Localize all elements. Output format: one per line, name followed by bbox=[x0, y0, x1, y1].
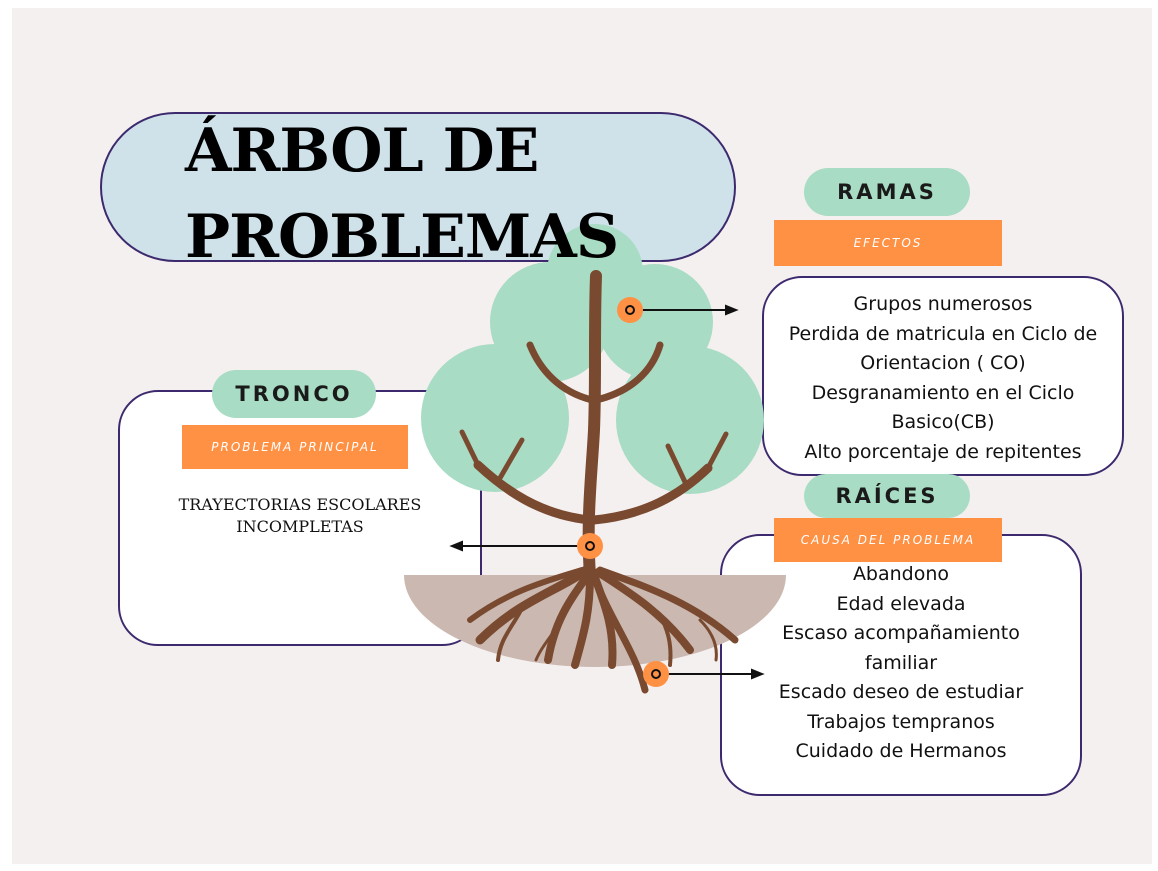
list-item: familiar bbox=[864, 651, 938, 674]
list-item: Alto porcentaje de repitentes bbox=[804, 440, 1082, 463]
list-item: Abandono bbox=[852, 563, 950, 585]
tronco-label: PROBLEMA PRINCIPAL bbox=[182, 425, 408, 469]
title-line-1: ÁRBOL DE bbox=[185, 116, 539, 186]
tree-foliage bbox=[421, 224, 764, 494]
tronco-text: TRAYECTORIAS ESCOLARES INCOMPLETAS bbox=[178, 495, 422, 536]
list-item: Escado deseo de estudiar bbox=[778, 681, 1024, 703]
raices-heading: RAÍCES bbox=[804, 474, 970, 518]
raices-list: Abandono Edad elevada Escaso acompañamie… bbox=[720, 560, 1082, 767]
connector-arrows bbox=[449, 304, 765, 680]
list-item: Desgranamiento en el Ciclo bbox=[811, 381, 1075, 404]
list-item: Orientacion ( CO) bbox=[860, 352, 1026, 374]
ramas-heading: RAMAS bbox=[804, 168, 970, 216]
ramas-list: Grupos numerosos Perdida de matricula en… bbox=[762, 290, 1124, 467]
ramas-label: EFECTOS bbox=[774, 220, 1002, 266]
marker-dots bbox=[577, 297, 669, 687]
raices-label: CAUSA DEL PROBLEMA bbox=[774, 518, 1002, 562]
list-item: Cuidado de Hermanos bbox=[795, 740, 1007, 762]
ramas-box bbox=[762, 276, 1124, 476]
list-item: Edad elevada bbox=[836, 592, 966, 615]
page-title: ÁRBOL DE PROBLEMAS bbox=[185, 108, 745, 280]
title-pill bbox=[100, 112, 736, 262]
tree-roots bbox=[467, 565, 739, 694]
list-item: Grupos numerosos bbox=[853, 293, 1033, 315]
list-item: Perdida de matricula en Ciclo de bbox=[788, 322, 1098, 345]
list-item: Basico(CB) bbox=[891, 411, 995, 433]
title-line-2: PROBLEMAS bbox=[185, 202, 619, 272]
list-item: Escaso acompañamiento bbox=[782, 622, 1020, 644]
tree-trunk bbox=[459, 270, 729, 581]
tronco-heading: TRONCO bbox=[212, 370, 376, 418]
list-item: Trabajos tempranos bbox=[807, 710, 995, 733]
